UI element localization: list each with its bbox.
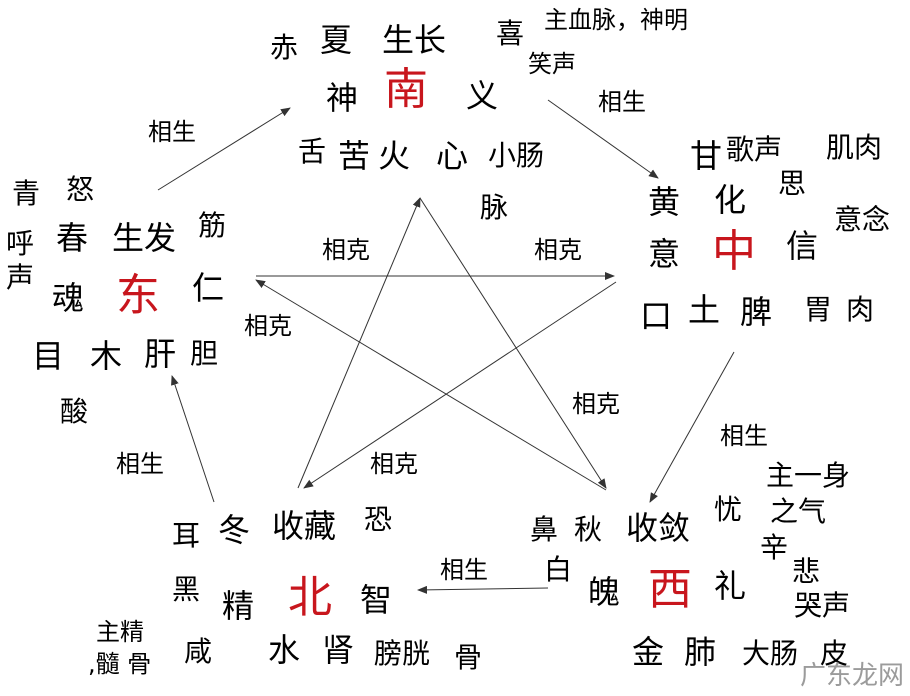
center-spirit: 意 <box>648 235 681 273</box>
north-fu: 膀胱 <box>374 637 431 670</box>
south-phase: 生长 <box>382 21 447 59</box>
label-restrain-4: 相克 <box>572 390 620 418</box>
east-phase: 生发 <box>112 219 177 257</box>
center-taste: 甘 <box>690 137 723 175</box>
center-emotion: 思 <box>778 167 807 200</box>
label-generate-west-north: 相生 <box>440 556 488 584</box>
east-direction: 东 <box>116 270 160 321</box>
west-fu: 大肠 <box>742 637 799 670</box>
north-season: 冬 <box>218 511 251 549</box>
east-sound-1: 呼 <box>6 227 35 260</box>
south-color: 赤 <box>270 31 299 64</box>
south-spirit: 神 <box>326 79 359 117</box>
restrain-arrow-center-north <box>303 281 617 489</box>
west-function: 主一身 <box>766 459 851 492</box>
generate-arrow-south-center <box>547 99 659 179</box>
west-zang: 肺 <box>684 633 717 671</box>
center-zang: 脾 <box>740 293 773 331</box>
east-spirit: 魂 <box>52 279 85 317</box>
north-color: 黑 <box>172 573 201 606</box>
label-restrain-3: 相克 <box>244 312 292 340</box>
south-zang: 心 <box>436 137 469 175</box>
south-fu: 小肠 <box>488 139 545 172</box>
west-sound: 哭声 <box>794 589 851 622</box>
east-taste: 酸 <box>60 395 89 428</box>
west-emotion2: 悲 <box>792 555 821 588</box>
center-tissue2: 肉 <box>846 293 875 326</box>
west-direction: 西 <box>648 564 692 615</box>
north-taste: 咸 <box>184 635 213 668</box>
center-color: 黄 <box>648 183 681 221</box>
south-tissue: 脉 <box>480 191 509 224</box>
center-direction: 中 <box>712 226 756 277</box>
north-spirit: 精 <box>222 587 255 625</box>
east-organ-opening: 目 <box>32 337 65 375</box>
label-generate-east-south: 相生 <box>148 118 196 146</box>
east-virtue: 仁 <box>192 269 225 307</box>
north-virtue: 智 <box>360 581 393 619</box>
east-emotion: 怒 <box>66 173 95 206</box>
north-zang: 肾 <box>322 631 355 669</box>
west-spirit: 魄 <box>588 573 621 611</box>
center-element: 土 <box>688 291 721 329</box>
south-sound: 笑声 <box>528 50 576 78</box>
east-color: 青 <box>12 177 41 210</box>
center-organ-opening: 口 <box>640 297 673 335</box>
center-fu: 胃 <box>804 293 833 326</box>
north-tissue: ,髓 骨 <box>88 650 152 678</box>
north-element: 水 <box>268 631 301 669</box>
south-element: 火 <box>378 137 411 175</box>
center-phase: 化 <box>714 181 747 219</box>
north-direction: 北 <box>288 572 332 623</box>
south-direction: 南 <box>384 64 428 115</box>
label-restrain-1: 相克 <box>322 236 370 264</box>
center-tissue: 肌肉 <box>826 131 883 164</box>
north-emotion: 恐 <box>364 503 393 536</box>
east-fu: 胆 <box>190 337 219 370</box>
west-function2: 之气 <box>770 495 827 528</box>
west-season: 秋 <box>574 513 603 546</box>
west-emotion: 忧 <box>714 493 743 526</box>
generate-arrow-center-west <box>649 351 735 503</box>
east-season: 春 <box>56 219 89 257</box>
east-sound-2: 声 <box>6 261 35 294</box>
west-virtue: 礼 <box>714 567 747 605</box>
south-taste: 苦 <box>338 137 371 175</box>
north-function: 主精 <box>96 618 144 646</box>
north-phase: 收藏 <box>272 507 337 545</box>
label-generate-north-east: 相生 <box>116 450 164 478</box>
label-restrain-5: 相克 <box>370 450 418 478</box>
west-organ-opening: 鼻 <box>530 513 559 546</box>
west-taste: 辛 <box>760 531 789 564</box>
south-organ-opening: 舌 <box>298 135 327 168</box>
restrain-arrow-west-east <box>255 279 607 491</box>
west-tissue: 皮 <box>820 637 849 670</box>
south-emotion: 喜 <box>496 17 525 50</box>
restrain-arrow-south-west <box>419 197 607 489</box>
generate-arrow-east-south <box>157 107 291 191</box>
generate-arrow-north-east <box>171 375 215 503</box>
east-tissue: 筋 <box>198 209 227 242</box>
west-element: 金 <box>632 633 665 671</box>
label-generate-center-west: 相生 <box>720 422 768 450</box>
restrain-arrow-north-south <box>297 197 421 489</box>
south-season: 夏 <box>320 21 353 59</box>
label-generate-south-center: 相生 <box>598 88 646 116</box>
north-tissue2: 骨 <box>454 641 483 674</box>
north-organ-opening: 耳 <box>172 519 201 552</box>
center-sound: 歌声 <box>726 133 783 166</box>
west-phase: 收敛 <box>626 509 691 547</box>
label-restrain-2: 相克 <box>534 236 582 264</box>
generate-arrow-west-north <box>417 585 549 594</box>
south-function: 主血脉，神明 <box>544 6 688 34</box>
west-color: 白 <box>544 553 573 586</box>
site-watermark: 广东龙网 <box>799 661 904 691</box>
center-virtue: 信 <box>786 227 819 265</box>
south-virtue: 义 <box>466 77 499 115</box>
center-mind: 意念 <box>834 203 891 236</box>
east-element: 木 <box>90 337 123 375</box>
east-zang: 肝 <box>144 335 177 373</box>
